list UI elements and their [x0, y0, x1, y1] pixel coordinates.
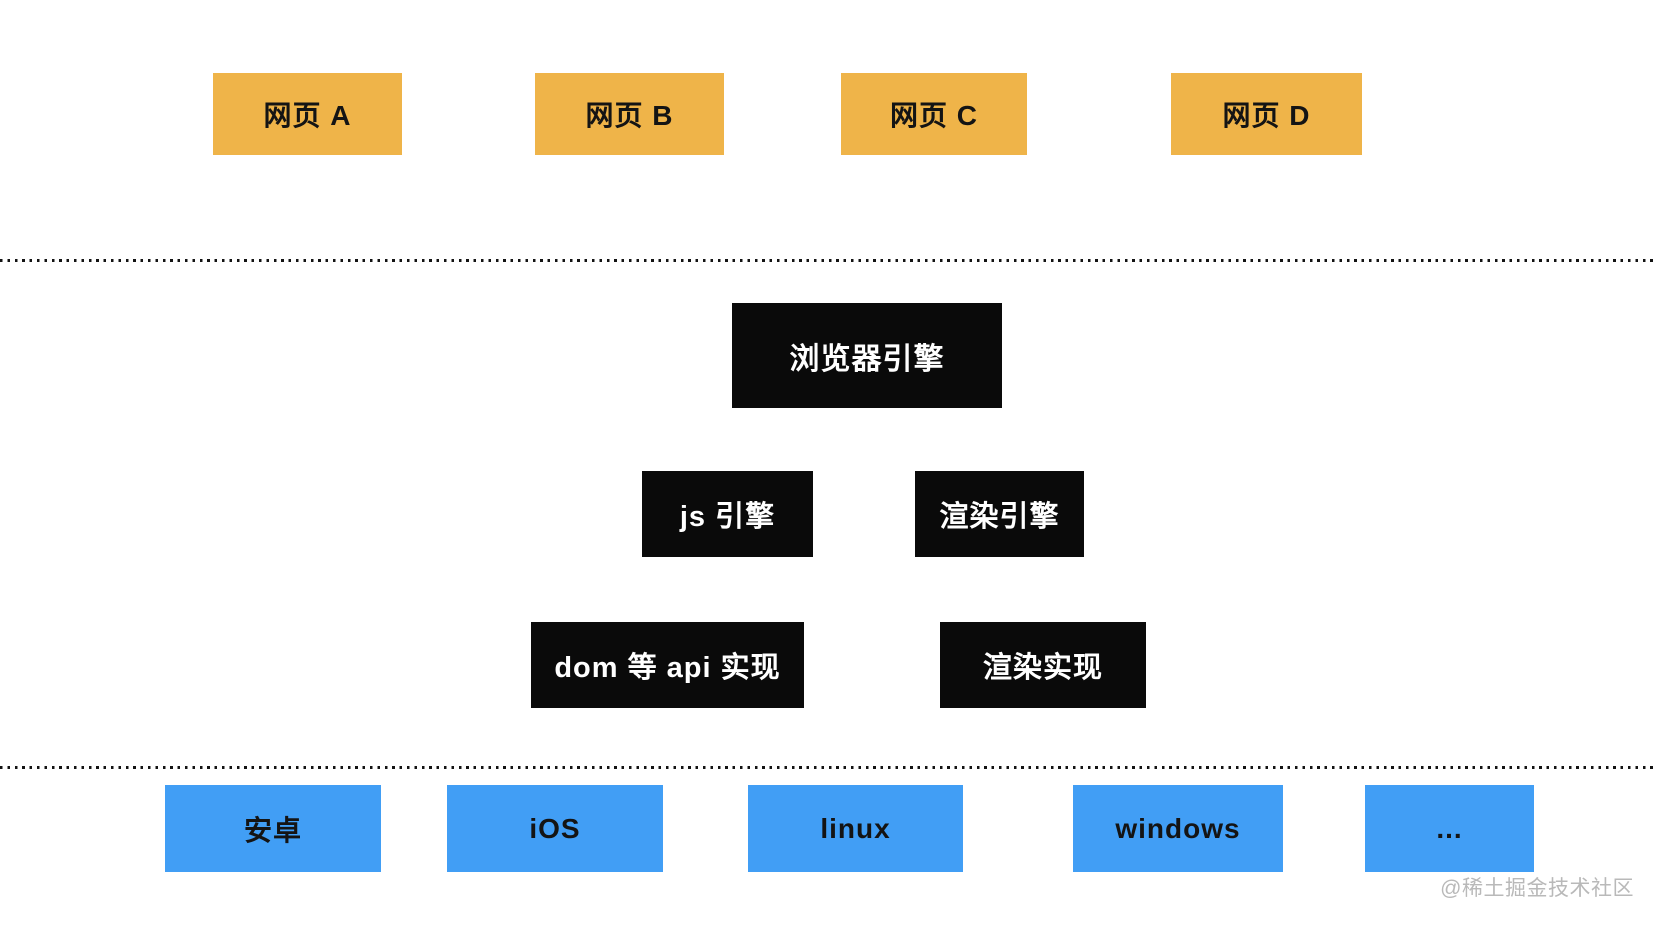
os-ellipsis-box: ... — [1365, 785, 1534, 872]
os-windows-box: windows — [1073, 785, 1283, 872]
webpage-a-box: 网页 A — [213, 73, 402, 155]
layer-divider-bottom — [0, 766, 1656, 769]
dom-api-implementation-box: dom 等 api 实现 — [531, 622, 804, 708]
webpage-b-box: 网页 B — [535, 73, 724, 155]
js-engine-box: js 引擎 — [642, 471, 813, 557]
webpage-d-box: 网页 D — [1171, 73, 1362, 155]
layer-divider-top — [0, 259, 1656, 262]
watermark: @稀土掘金技术社区 — [1440, 877, 1634, 900]
os-linux-box: linux — [748, 785, 963, 872]
render-engine-box: 渲染引擎 — [915, 471, 1084, 557]
webpage-c-box: 网页 C — [841, 73, 1027, 155]
browser-engine-box: 浏览器引擎 — [732, 303, 1002, 408]
os-android-box: 安卓 — [165, 785, 381, 872]
os-ios-box: iOS — [447, 785, 663, 872]
render-implementation-box: 渲染实现 — [940, 622, 1146, 708]
